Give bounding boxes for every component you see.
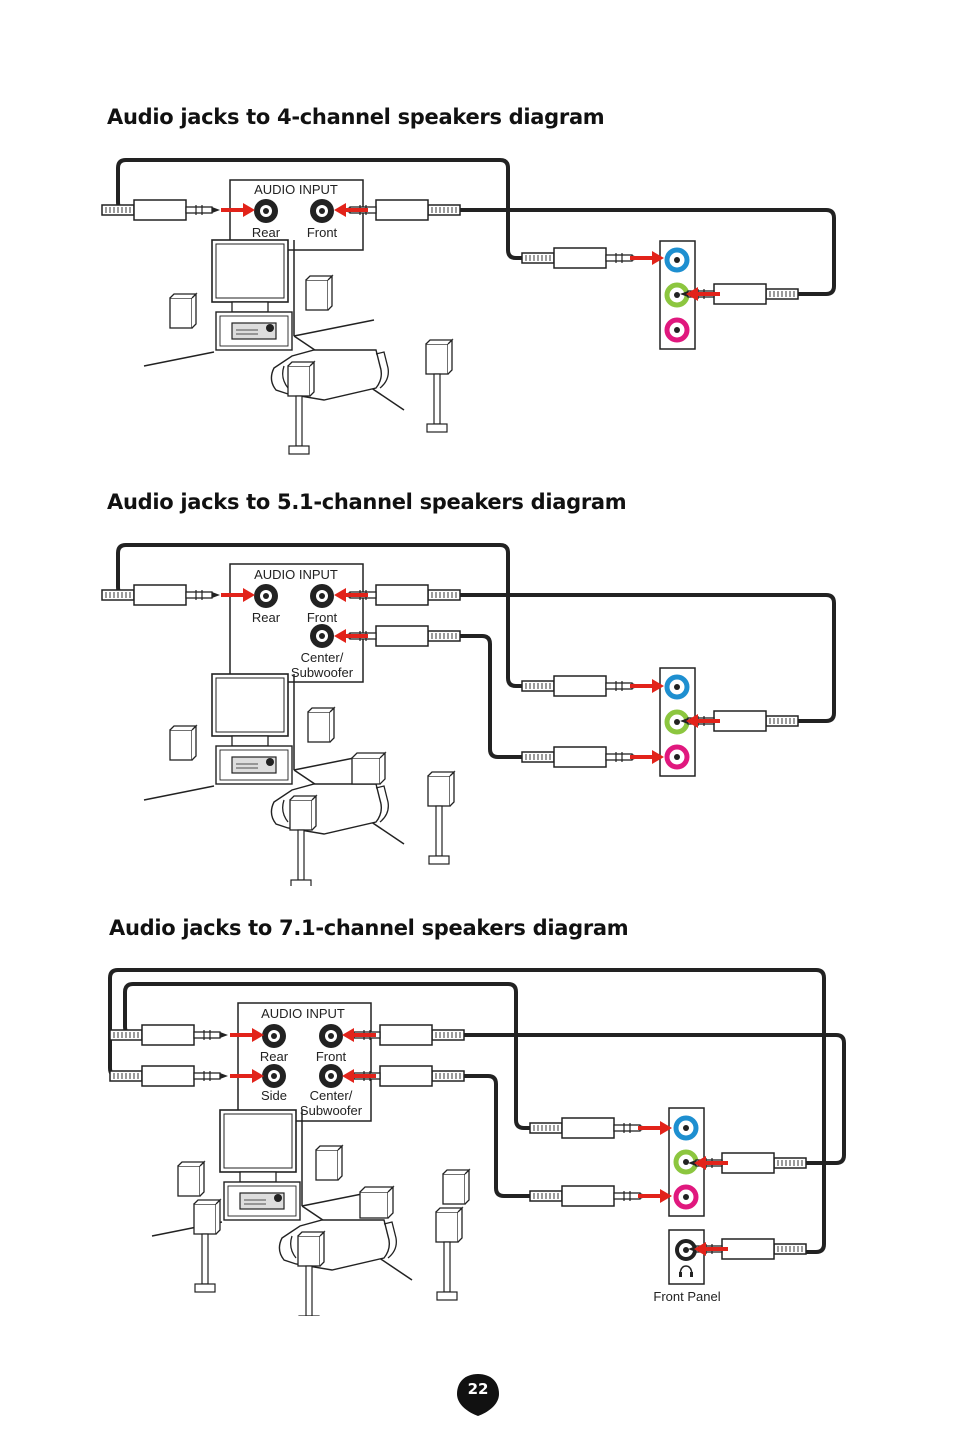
rear-jack [254,199,278,223]
front-jack [310,199,334,223]
section-title-51ch: Audio jacks to 5.1-channel speakers diag… [107,490,627,514]
diagram-51ch: AUDIO INPUT Rear Front Center/ Subwoofer [0,536,954,886]
center-label: Center/ [301,650,344,665]
audio-input-box [229,179,364,251]
front-label: Front [307,225,338,240]
speaker-front-left [169,293,197,329]
side-label: Side [261,1088,287,1103]
rear-label: Rear [252,610,281,625]
rear-label: Rear [260,1049,289,1064]
diagram-4ch: AUDIO INPUT Rear Front [0,150,954,460]
diagram-71ch: AUDIO INPUT Rear Front Side Center/ Subw… [0,962,954,1316]
rear-label: Rear [252,225,281,240]
subwoofer-label: Subwoofer [291,665,354,680]
speaker-front-right [305,275,333,311]
audio-input-label: AUDIO INPUT [254,182,338,197]
section-title-71ch: Audio jacks to 7.1-channel speakers diag… [109,916,629,940]
subwoofer-label: Subwoofer [300,1103,363,1118]
audio-input-label: AUDIO INPUT [254,567,338,582]
speaker-rear-left [287,361,315,455]
headphone-icon [679,1265,693,1277]
section-title-4ch: Audio jacks to 4-channel speakers diagra… [107,105,605,129]
page-number: 22 [467,1380,489,1398]
page-badge-icon [457,1374,499,1416]
speaker-rear-right [425,339,453,433]
center-label: Center/ [310,1088,353,1103]
front-label: Front [316,1049,347,1064]
front-panel-label: Front Panel [653,1289,720,1304]
cable-front [458,208,836,296]
audio-input-label: AUDIO INPUT [261,1006,345,1021]
front-label: Front [307,610,338,625]
plug-rear-out [521,247,641,269]
